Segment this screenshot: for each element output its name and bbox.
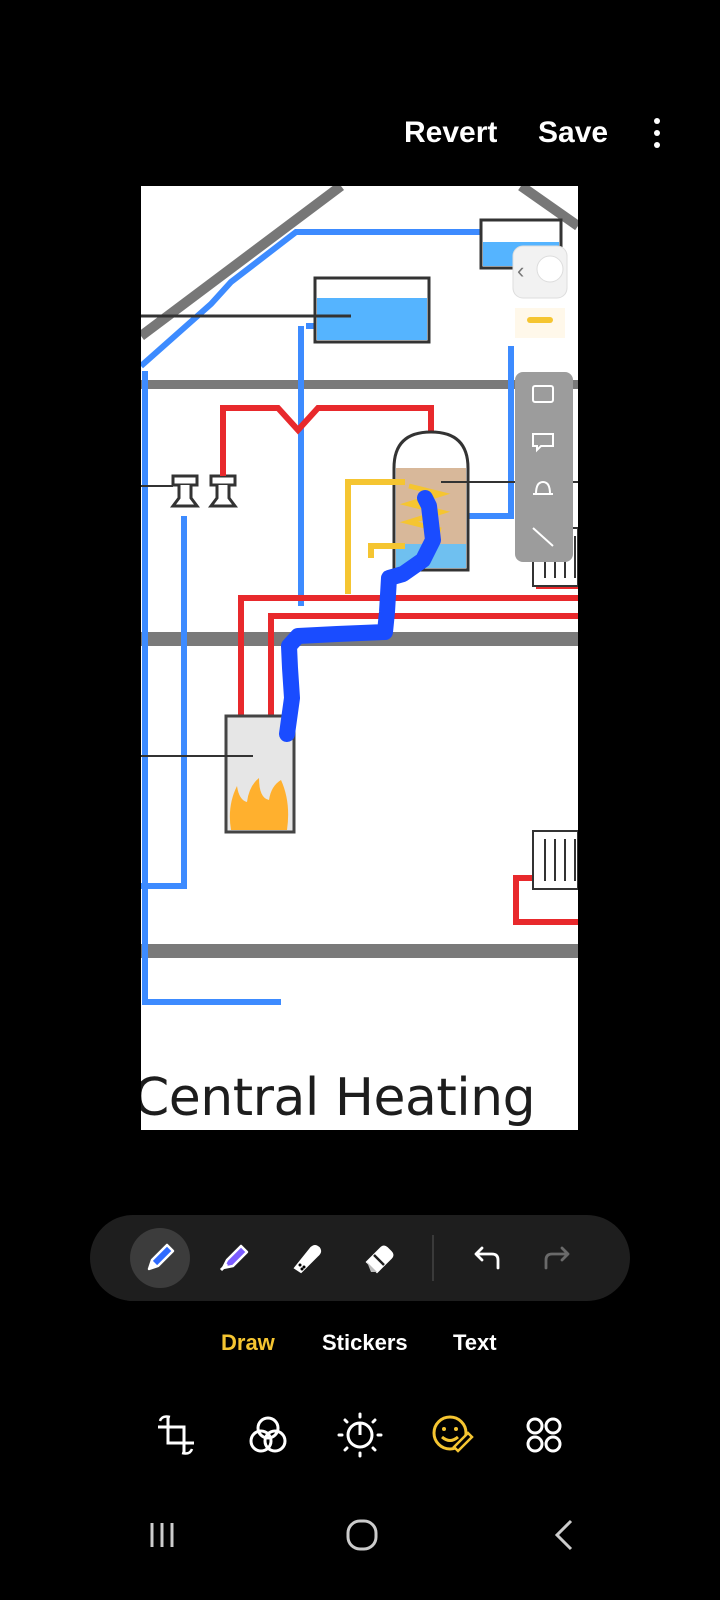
edited-image[interactable]: ‹ Central Heating (141, 186, 578, 1130)
save-button[interactable]: Save (538, 116, 609, 149)
highlighter-tool-button[interactable] (203, 1228, 263, 1288)
crop-rotate-button[interactable] (151, 1410, 201, 1460)
home-button[interactable] (337, 1510, 387, 1560)
more-tools-icon (526, 1417, 562, 1453)
undo-button[interactable] (456, 1228, 516, 1288)
tab-stickers[interactable]: Stickers (322, 1330, 408, 1355)
decorate-icon (432, 1415, 474, 1453)
pen-icon (147, 1243, 175, 1271)
highlighter-icon (219, 1244, 249, 1272)
eraser-tool-button[interactable] (349, 1228, 409, 1288)
filters-icon (249, 1416, 287, 1453)
image-caption: Central Heating (141, 1068, 536, 1128)
redo-button[interactable] (528, 1228, 588, 1288)
marker-tool-button[interactable] (276, 1228, 336, 1288)
marker-icon (293, 1245, 322, 1274)
svg-text:‹: ‹ (517, 258, 524, 283)
more-tools-button[interactable] (519, 1410, 569, 1460)
redo-icon (544, 1246, 570, 1270)
tab-text[interactable]: Text (453, 1330, 497, 1355)
back-button[interactable] (540, 1510, 590, 1560)
adjust-brightness-icon (337, 1412, 383, 1458)
decorate-button[interactable] (427, 1410, 477, 1460)
adjust-brightness-button[interactable] (335, 1410, 385, 1460)
tab-draw[interactable]: Draw (221, 1330, 275, 1355)
undo-icon (474, 1246, 500, 1270)
eraser-icon (365, 1245, 394, 1274)
crop-rotate-icon (158, 1415, 194, 1455)
recent-apps-icon (150, 1523, 174, 1547)
draw-toolbar (90, 1215, 630, 1301)
recent-apps-button[interactable] (137, 1510, 187, 1560)
home-icon (346, 1519, 378, 1551)
top-bar: Revert Save (0, 108, 720, 160)
toolbar-divider (432, 1235, 434, 1281)
back-icon (554, 1519, 573, 1551)
filters-button[interactable] (243, 1410, 293, 1460)
pen-tool-button[interactable] (130, 1228, 190, 1288)
heating-diagram: ‹ (141, 186, 578, 1005)
drawn-stroke (279, 490, 441, 742)
more-options-icon[interactable] (650, 118, 664, 152)
revert-button[interactable]: Revert (404, 116, 498, 149)
